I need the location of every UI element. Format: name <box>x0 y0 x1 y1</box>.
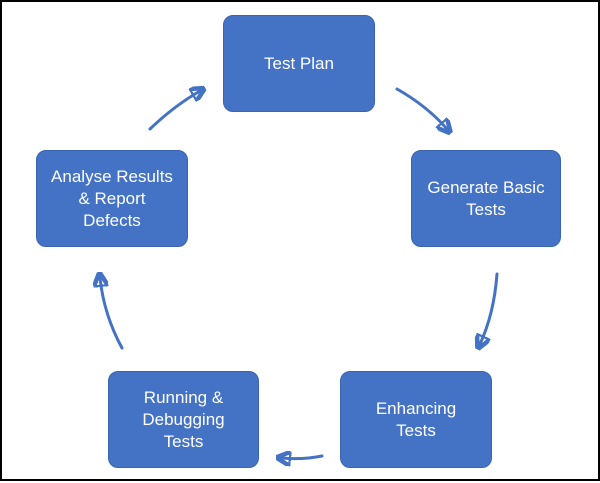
node-test-plan: Test Plan <box>223 15 375 112</box>
arrow-running-debugging-tests-to-analyse-results <box>100 278 124 350</box>
arrow-enhancing-tests-to-running-debugging-tests <box>282 456 324 459</box>
node-analyse-results: Analyse Results & Report Defects <box>36 150 188 247</box>
arrow-test-plan-to-generate-basic-tests <box>395 87 447 129</box>
node-running-debugging-tests: Running & Debugging Tests <box>108 371 259 468</box>
node-enhancing-tests: Enhancing Tests <box>340 371 492 468</box>
node-generate-basic-tests: Generate Basic Tests <box>411 150 561 247</box>
arrow-analyse-results-to-test-plan <box>148 91 200 131</box>
arrow-generate-basic-tests-to-enhancing-tests <box>480 272 499 344</box>
